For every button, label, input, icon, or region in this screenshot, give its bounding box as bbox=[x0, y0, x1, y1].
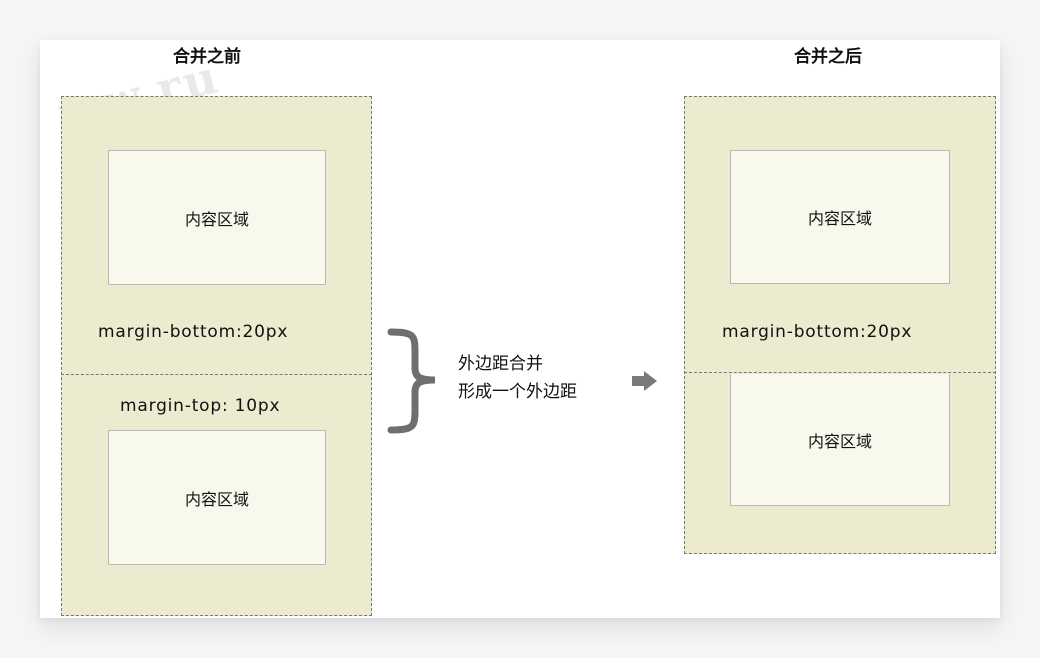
after-title: 合并之后 bbox=[794, 47, 862, 67]
before-divider bbox=[61, 374, 372, 375]
diagram-canvas: ww.ru 合并之前 内容区域 margin-bottom:20px margi… bbox=[40, 40, 1000, 618]
content-label: 内容区域 bbox=[807, 431, 872, 451]
content-label: 内容区域 bbox=[184, 489, 249, 509]
after-margin-bottom-label: margin-bottom:20px bbox=[722, 322, 913, 342]
before-top-content: 内容区域 bbox=[108, 150, 326, 285]
content-label: 内容区域 bbox=[184, 209, 249, 229]
before-margin-top-label: margin-top: 10px bbox=[120, 396, 281, 416]
before-title: 合并之前 bbox=[173, 47, 241, 67]
before-margin-bottom-label: margin-bottom:20px bbox=[98, 322, 289, 342]
before-bottom-content: 内容区域 bbox=[108, 430, 326, 565]
after-divider bbox=[684, 372, 996, 373]
merge-note-line2: 形成一个外边距 bbox=[458, 382, 577, 402]
content-label: 内容区域 bbox=[807, 209, 872, 228]
after-top-content: 内容区域 bbox=[730, 150, 950, 284]
merge-note-line1: 外边距合并 bbox=[458, 354, 543, 374]
arrow-right-icon bbox=[632, 371, 657, 391]
curly-brace-icon bbox=[387, 328, 436, 434]
after-bottom-content: 内容区域 bbox=[730, 374, 950, 506]
